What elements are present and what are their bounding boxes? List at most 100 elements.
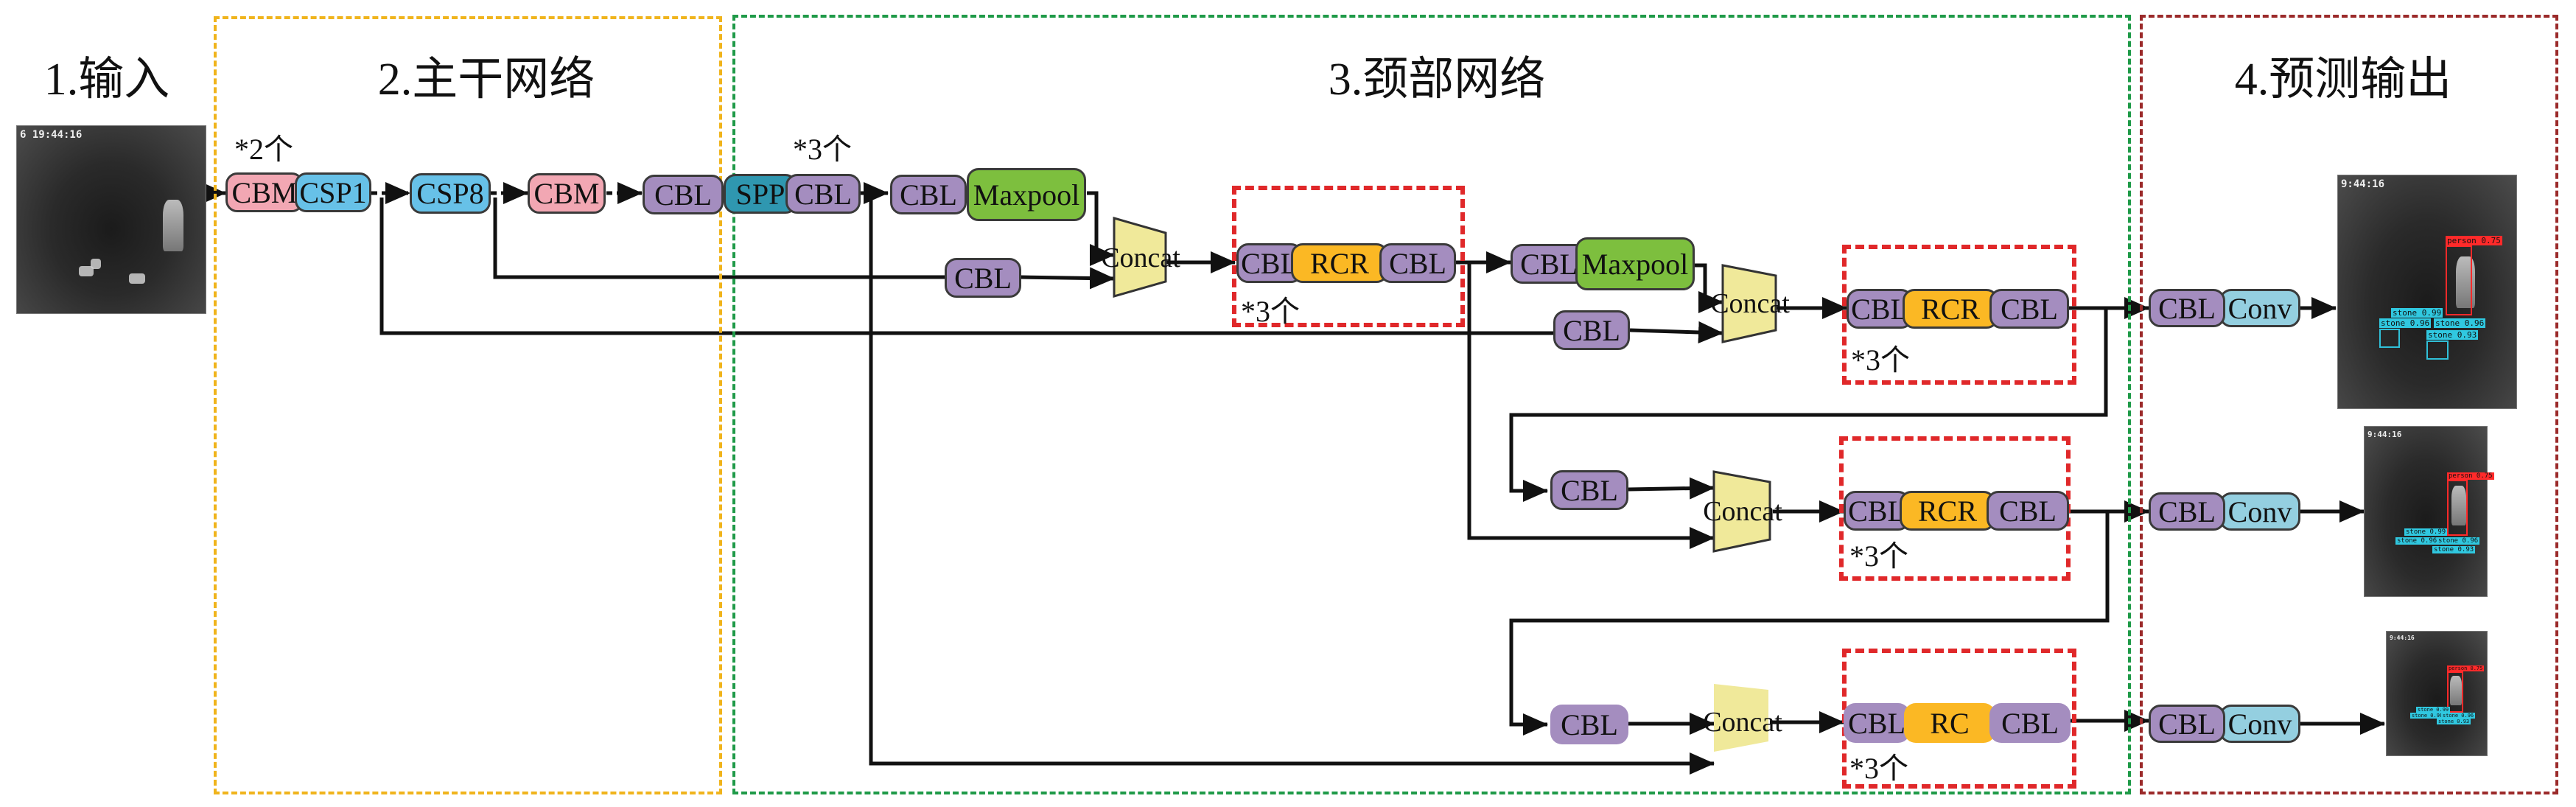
- neck-panel: [732, 15, 2131, 794]
- rcr-group-2-rcr[interactable]: RCR: [1903, 289, 1998, 329]
- wire-maxpool-to-concat1: [1087, 191, 1115, 266]
- detection-box-person: [2446, 245, 2472, 315]
- neck-concat-2[interactable]: Concat: [1710, 288, 1790, 319]
- backbone-cbm-1[interactable]: CBM: [225, 172, 304, 212]
- detection-label: stone 0.99: [2404, 528, 2448, 536]
- concat-1-shape: [1113, 217, 1167, 298]
- backbone-cbm-2[interactable]: CBM: [528, 173, 606, 214]
- concat-4-shape: [1714, 684, 1768, 752]
- rcr-group-3-rcr[interactable]: RCR: [1900, 491, 1995, 531]
- detection-label: stone 0.99: [2391, 308, 2443, 318]
- output-2-timestamp: 9:44:16: [2367, 430, 2402, 439]
- rc-group-rc[interactable]: RC: [1904, 703, 1995, 743]
- rcr-group-1-rcr[interactable]: RCR: [1291, 243, 1388, 283]
- rcr-group-2-repeat: *3个: [1851, 343, 1910, 377]
- head-2-conv[interactable]: Conv: [2219, 492, 2300, 531]
- output-image-3: 9:44:16 person 0.75 stone 0.99 stone 0.9…: [2386, 631, 2488, 756]
- rcr-group-3-repeat: *3个: [1849, 539, 1908, 573]
- rc-group-cbl-right[interactable]: CBL: [1989, 703, 2071, 743]
- detection-label: stone 0.93: [2426, 330, 2479, 340]
- detection-label: stone 0.96: [2434, 318, 2486, 328]
- stone-figure: [79, 266, 94, 276]
- neck-concat-4[interactable]: Concat: [1703, 707, 1782, 738]
- neck-top-cbl[interactable]: CBL: [890, 175, 967, 214]
- wire-csp1-branch: [379, 198, 1553, 335]
- wire-rcr1-to-concat3: [1467, 262, 1715, 549]
- neck-row3-cbl[interactable]: CBL: [1550, 470, 1628, 510]
- wire-rcr2-feedback: [1509, 308, 2108, 502]
- detection-label: stone 0.99: [2416, 707, 2451, 713]
- section-title-neck: 3.颈部网络: [1328, 55, 1546, 105]
- rc-group-cbl-left[interactable]: CBL: [1844, 703, 1910, 743]
- detection-label: stone 0.93: [2432, 546, 2476, 553]
- rcr-group-2-cbl-right[interactable]: CBL: [1989, 289, 2069, 329]
- person-figure: [163, 200, 183, 251]
- backbone-panel: [214, 16, 722, 794]
- rcr-group-1-frame: [1232, 186, 1465, 327]
- prediction-panel: [2140, 15, 2558, 794]
- neck-row2-cbl[interactable]: CBL: [1511, 244, 1587, 284]
- detection-box-person: [2447, 671, 2463, 713]
- neck-lateral-cbl-1[interactable]: CBL: [945, 258, 1021, 298]
- detection-label: stone 0.96: [2441, 713, 2476, 719]
- wire-spp-to-concat4: [869, 193, 1715, 775]
- wire-rcr3-feedback: [1509, 511, 2110, 736]
- detection-label: person 0.75: [2446, 236, 2502, 245]
- head-1-cbl[interactable]: CBL: [2149, 289, 2225, 327]
- rc-group-repeat: *3个: [1849, 752, 1908, 785]
- concat-3-shape: [1712, 470, 1771, 553]
- rcr-group-2-frame: [1842, 245, 2076, 385]
- section-title-backbone: 2.主干网络: [377, 55, 595, 105]
- neck-concat-3[interactable]: Concat: [1703, 496, 1782, 527]
- rcr-group-2-cbl-left[interactable]: CBL: [1847, 289, 1913, 329]
- rcr-group-3-cbl-right[interactable]: CBL: [1987, 491, 2069, 531]
- detection-label: stone 0.96: [2437, 537, 2480, 545]
- output-1-timestamp: 9:44:16: [2341, 178, 2385, 190]
- stone-figure: [91, 259, 101, 269]
- neck-concat-1[interactable]: Concat: [1101, 242, 1180, 273]
- spp-repeat-label: *3个: [793, 133, 852, 166]
- output-3-timestamp: 9:44:16: [2390, 635, 2415, 641]
- detection-label: stone 0.96: [2395, 537, 2439, 545]
- detection-label: stone 0.96: [2410, 713, 2445, 719]
- neck-top-maxpool[interactable]: Maxpool: [967, 168, 1086, 221]
- detection-label: stone 0.96: [2379, 318, 2432, 328]
- rcr-group-1-repeat: *3个: [1241, 295, 1300, 328]
- neck-lateral-cbl-2[interactable]: CBL: [1553, 310, 1630, 350]
- wire-maxpool2-to-concat2: [1695, 263, 1723, 313]
- head-3-conv[interactable]: Conv: [2219, 705, 2300, 743]
- output-image-1: 9:44:16 person 0.75 stone 0.99 stone 0.9…: [2337, 175, 2517, 409]
- concat-2-shape: [1721, 264, 1777, 343]
- wire-cbl2-to-concat2: [1629, 321, 1723, 343]
- person-figure: [2451, 486, 2466, 525]
- stone-figure: [129, 273, 145, 284]
- backbone-csp8[interactable]: CSP8: [410, 173, 491, 214]
- input-image: 6 19:44:16: [16, 125, 206, 314]
- wire-csp8-branch: [493, 198, 945, 279]
- neck-spp[interactable]: SPP: [724, 174, 797, 214]
- wire-row3cbl-to-concat3: [1628, 477, 1715, 500]
- neck-row4-cbl[interactable]: CBL: [1550, 705, 1628, 744]
- detection-box-stone: [2379, 329, 2400, 348]
- detection-box-person: [2447, 480, 2468, 536]
- section-title-input: 1.输入: [43, 55, 170, 105]
- output-image-2: 9:44:16 person 0.75 stone 0.99 stone 0.9…: [2364, 426, 2494, 597]
- wire-cbl1-to-concat1: [1020, 267, 1115, 290]
- rcr-group-1-cbl-right[interactable]: CBL: [1379, 243, 1456, 283]
- detection-label: stone 0.93: [2437, 719, 2471, 724]
- backbone-repeat-label: *2个: [234, 133, 293, 166]
- input-timestamp: 6 19:44:16: [20, 129, 83, 141]
- person-figure: [2450, 676, 2462, 705]
- backbone-csp1[interactable]: CSP1: [295, 172, 371, 212]
- detection-box-stone: [2426, 340, 2449, 360]
- head-3-cbl[interactable]: CBL: [2149, 705, 2225, 743]
- section-title-prediction: 4.预测输出: [2234, 55, 2452, 105]
- neck-spp-cbl[interactable]: CBL: [785, 174, 861, 214]
- neck-row2-maxpool[interactable]: Maxpool: [1575, 237, 1695, 290]
- head-1-conv[interactable]: Conv: [2219, 289, 2300, 327]
- backbone-cbl[interactable]: CBL: [643, 175, 724, 214]
- head-2-cbl[interactable]: CBL: [2149, 492, 2225, 531]
- detection-label: person 0.75: [2447, 472, 2494, 480]
